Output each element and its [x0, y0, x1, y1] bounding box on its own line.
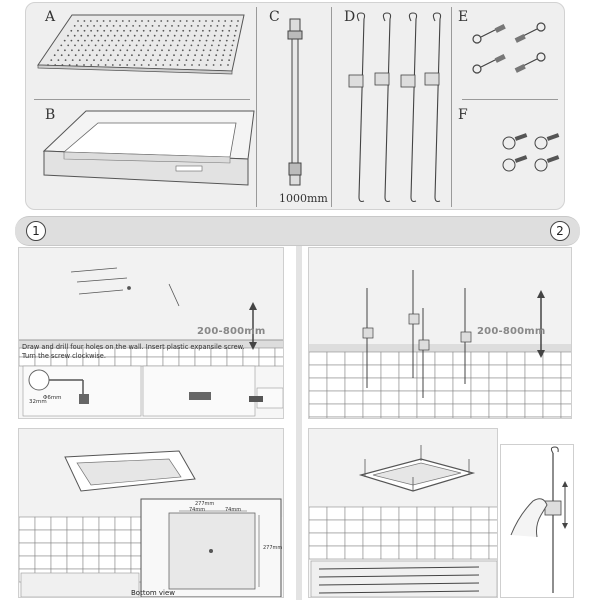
step2-height-range: 200-800mm [477, 326, 546, 337]
step2-rods-scene: 200-800mm [308, 247, 572, 419]
divider-ab [34, 99, 250, 100]
step1-mount-scene: 277mm 74mm 74mm 277mm Bottom view [18, 428, 284, 598]
step1-instruction-line1: Draw and drill four holes on the wall. I… [22, 343, 245, 351]
bottom-view-dim-outer: 277mm [195, 501, 215, 507]
part-label-b: B [45, 107, 56, 123]
hole-depth-label: 32mm [29, 399, 47, 405]
step-2-badge: 2 [550, 221, 570, 241]
ceiling-wall-illustration [19, 248, 283, 417]
part-label-c: C [269, 9, 280, 25]
part-label-f: F [458, 107, 468, 123]
step2-hand-detail [500, 444, 574, 598]
step2-frame-scene [308, 428, 498, 598]
divider-ef [462, 99, 558, 100]
bottom-view-dim-inner-left: 74mm [189, 507, 206, 513]
divider-ac [256, 7, 257, 207]
bottom-view-dim-side: 277mm [263, 545, 283, 551]
hole-diameter-label: Φ6mm [43, 395, 62, 401]
bottom-view-dim-inner-right: 74mm [225, 507, 242, 513]
part-label-e: E [458, 9, 469, 25]
part-label-d: D [344, 9, 356, 25]
mounting-frame-icon [42, 110, 255, 186]
hanging-rods-icon [348, 12, 442, 203]
hand-adjust-rod-illustration [510, 446, 568, 593]
parts-panel: A B C D E F 1000mm [25, 2, 565, 210]
part-label-a: A [45, 9, 56, 25]
frame-ceiling-illustration [19, 429, 283, 597]
step-1-badge: 1 [26, 221, 46, 241]
suspended-frame-illustration [309, 429, 497, 597]
connecting-pipe-icon [287, 18, 303, 186]
steps-header-bar [15, 216, 580, 246]
pipe-length-label: 1000mm [279, 192, 328, 205]
divider-cd [331, 7, 332, 207]
step1-instruction-line2: Turn the screw clockwise. [22, 352, 106, 360]
step1-drill-scene: Draw and drill four holes on the wall. I… [18, 247, 284, 419]
bottom-view-label: Bottom view [131, 589, 176, 597]
steps-divider [296, 246, 302, 600]
shower-head-plate-icon [37, 14, 245, 75]
hanging-rods-ceiling-illustration [309, 248, 571, 418]
divider-de [451, 7, 452, 207]
anchor-screws-icon [502, 133, 560, 172]
eye-bolts-icon [472, 22, 546, 74]
step1-height-range: 200-800mm [197, 326, 266, 337]
